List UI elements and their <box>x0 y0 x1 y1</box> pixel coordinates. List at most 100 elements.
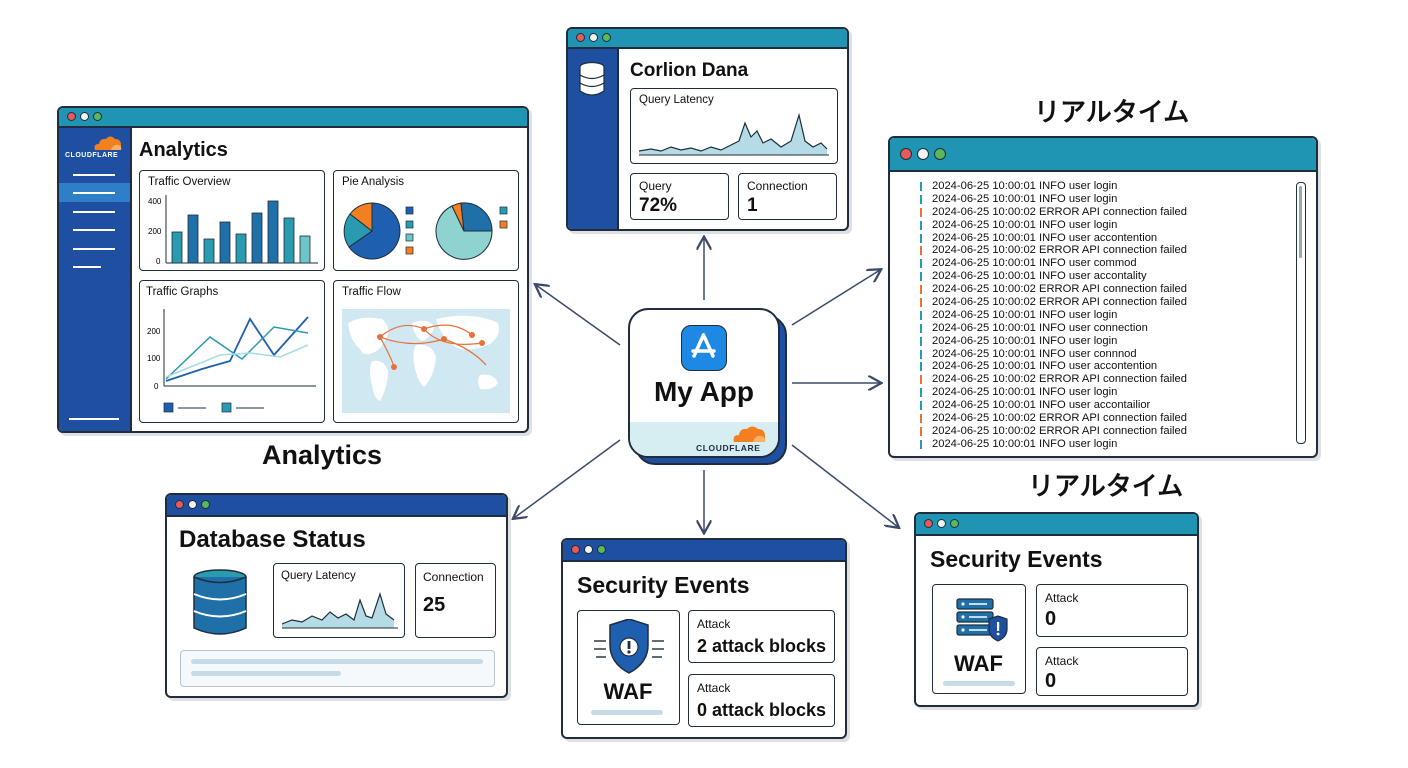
arrow-to-security-right <box>791 444 898 527</box>
connection-value: 1 <box>747 195 758 216</box>
placeholder-line <box>191 659 483 664</box>
sidebar-item-6[interactable] <box>73 266 101 268</box>
maximize-button[interactable] <box>597 545 606 554</box>
legend-swatch <box>499 206 508 215</box>
query-latency-sparkline <box>639 112 829 156</box>
pie-1 <box>343 202 401 260</box>
db-latency-sparkline <box>282 592 398 629</box>
flow-node <box>377 334 383 340</box>
close-button[interactable] <box>924 519 933 528</box>
flow-node <box>421 326 427 332</box>
minimize-button[interactable] <box>584 545 593 554</box>
waf-server-card: WAF <box>932 584 1026 694</box>
close-button[interactable] <box>576 33 585 42</box>
bar <box>219 221 231 264</box>
sidebar-item-5[interactable] <box>73 248 115 250</box>
legend-swatch <box>405 233 414 242</box>
close-button[interactable] <box>571 545 580 554</box>
close-button[interactable] <box>67 112 76 121</box>
security-center-titlebar <box>563 540 845 562</box>
sidebar-item-bottom[interactable] <box>69 418 119 420</box>
right-attack-label-2: Attack <box>1045 654 1079 668</box>
realtime-label-top: リアルタイム <box>1034 98 1190 128</box>
flow-node <box>479 340 485 346</box>
pie-analysis-chart <box>343 202 508 260</box>
maximize-button[interactable] <box>934 148 946 160</box>
log-line: 2024-06-25 10:00:01 INFO user accontalit… <box>920 270 1290 283</box>
app-card[interactable]: My App CLOUDFLARE <box>628 308 780 458</box>
close-button[interactable] <box>175 500 184 509</box>
legend-swatch <box>405 220 414 229</box>
db-query-latency-title: Query Latency <box>281 570 356 582</box>
log-line: 2024-06-25 10:00:02 ERROR API connection… <box>920 206 1290 219</box>
log-line: 2024-06-25 10:00:02 ERROR API connection… <box>920 412 1290 425</box>
bar <box>283 217 295 264</box>
minimize-button[interactable] <box>917 148 929 160</box>
log-line: 2024-06-25 10:00:01 INFO user login <box>920 219 1290 232</box>
cloudflare-cloud-icon <box>733 426 766 442</box>
series-line <box>165 316 309 382</box>
traffic-graphs-chart: 200 100 0 <box>147 309 316 413</box>
maximize-button[interactable] <box>201 500 210 509</box>
minimize-button[interactable] <box>80 112 89 121</box>
flow-node <box>469 332 475 338</box>
close-button[interactable] <box>900 148 912 160</box>
log-scrollbar-thumb[interactable] <box>1299 186 1302 258</box>
sidebar-item-2[interactable] <box>73 192 115 194</box>
log-line: 2024-06-25 10:00:01 INFO user connection <box>920 322 1290 335</box>
sidebar-brand: CLOUDFLARE <box>65 152 119 159</box>
log-line: 2024-06-25 10:00:01 INFO user login <box>920 438 1290 451</box>
app-title: My App <box>653 376 755 407</box>
log-line: 2024-06-25 10:00:01 INFO user accontenti… <box>920 360 1290 373</box>
bar <box>203 238 215 264</box>
sidebar-item-3[interactable] <box>73 211 115 213</box>
waf-right-label: WAF <box>954 651 1003 676</box>
legend-swatch <box>221 402 232 413</box>
security-events-window-center: Security Events WAF Attack 2 attack bloc… <box>561 538 847 739</box>
database-status-window: Database Status Query Latency Connection… <box>165 493 508 698</box>
log-line: 2024-06-25 10:00:02 ERROR API connection… <box>920 283 1290 296</box>
world-map <box>342 309 510 413</box>
maximize-button[interactable] <box>950 519 959 528</box>
query-latency-title: Query Latency <box>639 94 714 106</box>
log-line: 2024-06-25 10:00:02 ERROR API connection… <box>920 244 1290 257</box>
minimize-button[interactable] <box>188 500 197 509</box>
log-line: 2024-06-25 10:00:01 INFO user login <box>920 335 1290 348</box>
security-events-window-right: Security Events WAF Attack 0 Attack 0 <box>914 512 1199 707</box>
tick-label: 400 <box>148 197 162 206</box>
corlion-title: Corlion Dana <box>630 60 749 81</box>
minimize-button[interactable] <box>589 33 598 42</box>
query-value: 72% <box>639 195 678 216</box>
query-label: Query <box>639 179 672 193</box>
log-scrollbar[interactable] <box>1296 182 1306 444</box>
legend-swatch <box>499 220 508 229</box>
tick-label: 200 <box>148 227 162 236</box>
right-attack-label-1: Attack <box>1045 591 1079 605</box>
bar <box>235 233 247 264</box>
pie-analysis-card: Pie Analysis <box>333 170 519 271</box>
series-line <box>165 326 309 380</box>
bar <box>251 212 263 264</box>
attack-value-1: 2 attack blocks <box>697 636 827 656</box>
log-line: 2024-06-25 10:00:01 INFO user commod <box>920 257 1290 270</box>
sidebar-item-1[interactable] <box>73 174 115 176</box>
flow-node <box>391 364 397 370</box>
minimize-button[interactable] <box>937 519 946 528</box>
sidebar-item-4[interactable] <box>73 229 115 231</box>
right-attack-value-1: 0 <box>1045 608 1057 630</box>
tick-label: 0 <box>154 382 159 391</box>
legend-swatch <box>405 206 414 215</box>
connection-card: Connection 1 <box>738 173 837 220</box>
pie-2 <box>435 202 493 260</box>
log-line: 2024-06-25 10:00:01 INFO user accontenti… <box>920 232 1290 245</box>
traffic-graphs-card: Traffic Graphs 200 100 0 <box>139 280 325 423</box>
analytics-sidebar: CLOUDFLARE <box>59 128 132 431</box>
analytics-window: CLOUDFLARE Analytics Traffic Overview 40… <box>57 106 529 433</box>
tick-label: 100 <box>147 354 161 363</box>
db-connection-value: 25 <box>423 594 446 616</box>
maximize-button[interactable] <box>93 112 102 121</box>
corlion-titlebar <box>568 29 847 49</box>
maximize-button[interactable] <box>602 33 611 42</box>
